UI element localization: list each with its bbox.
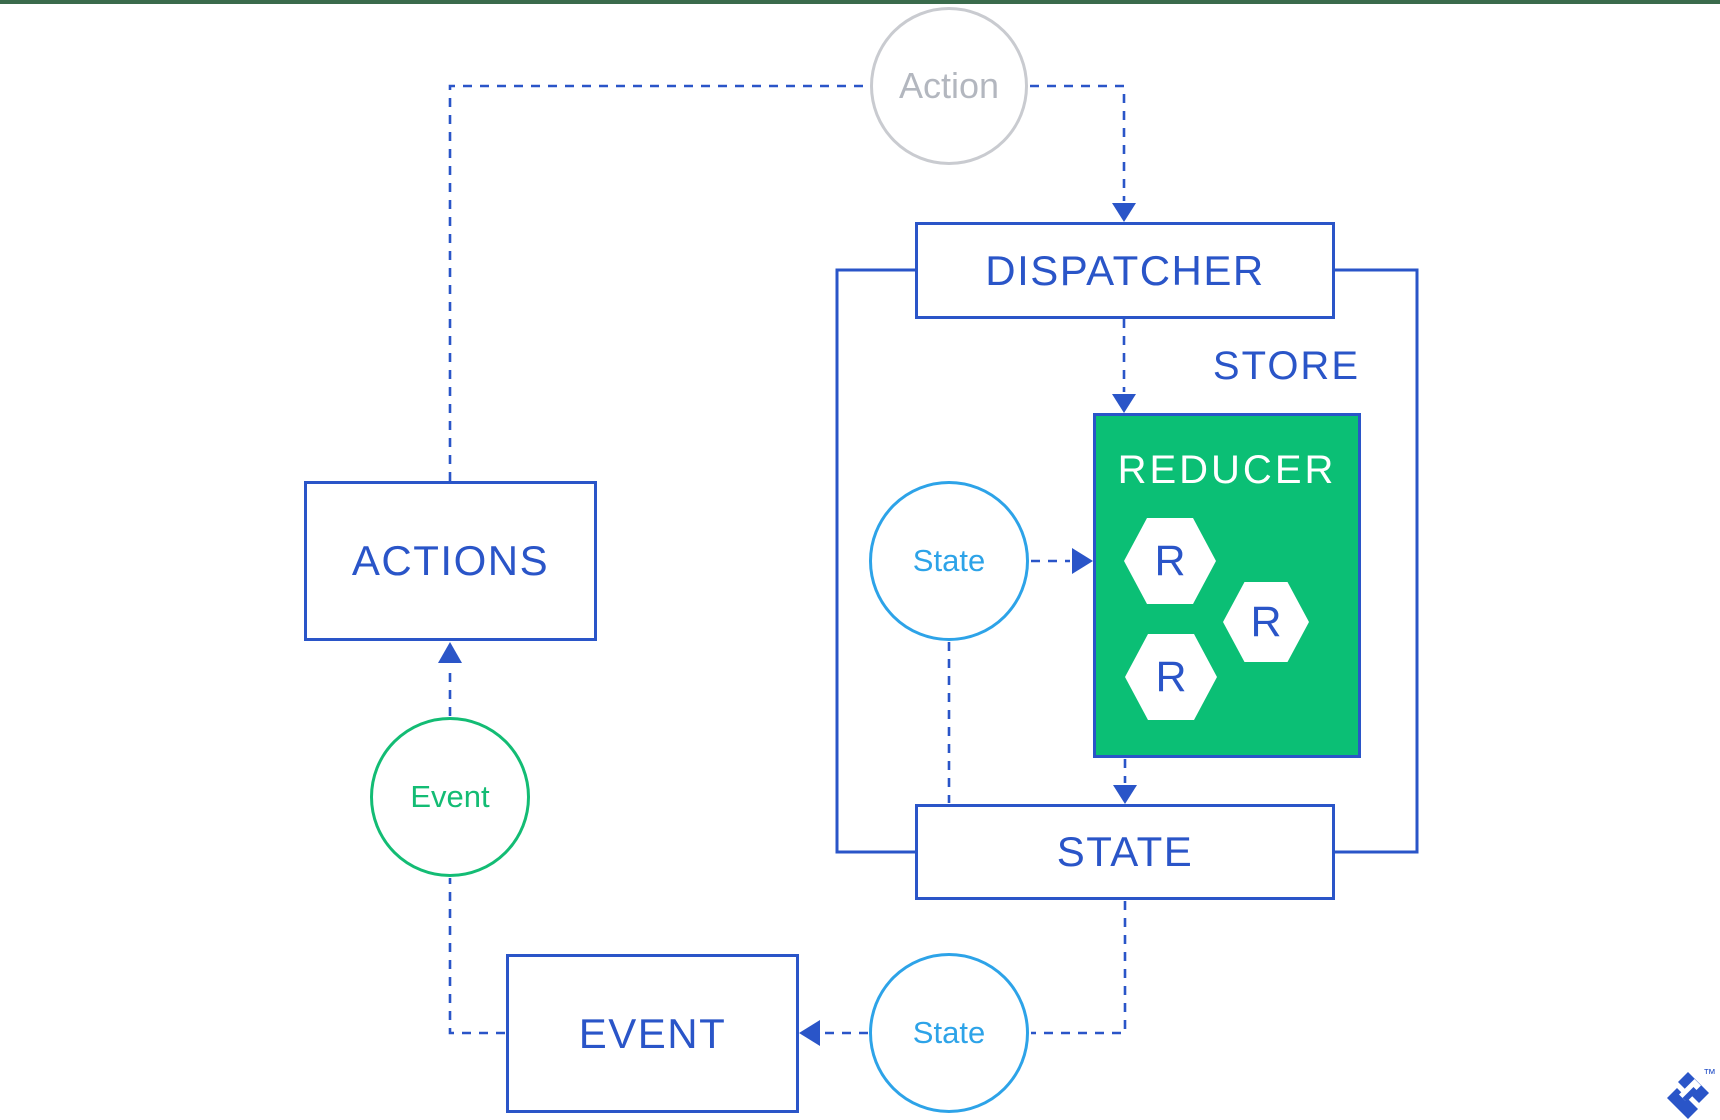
state-box: STATE (915, 804, 1335, 900)
state-circle-mid: State (869, 481, 1029, 641)
action-circle-label: Action (898, 65, 1000, 106)
arrowhead-into-actions-box (438, 642, 462, 663)
action-circle: Action (870, 7, 1028, 165)
wire-action-to-dispatcher (1030, 84, 1126, 201)
toptal-logo-icon (1667, 1072, 1709, 1119)
state-circle-bottom-label: State (912, 1015, 986, 1050)
top-accent-bar (0, 0, 1720, 4)
arrowhead-into-reducer-top (1112, 394, 1136, 413)
state-circle-bottom: State (869, 953, 1029, 1113)
wire-actions-to-action (448, 84, 868, 481)
state-circle-mid-label: State (912, 543, 986, 578)
reducer-hexagon-1-label: R (1154, 536, 1186, 585)
event-box-label: EVENT (578, 1009, 727, 1057)
actions-box: ACTIONS (304, 481, 597, 641)
event-circle: Event (370, 717, 530, 877)
reducer-hexagon-2: R (1223, 582, 1309, 662)
trademark-symbol: ™ (1703, 1066, 1716, 1081)
dispatcher-box: DISPATCHER (915, 222, 1335, 319)
event-circle-label: Event (410, 779, 490, 814)
reducer-hexagon-1: R (1124, 518, 1216, 604)
arrowhead-into-event-box (799, 1020, 820, 1046)
state-box-label: STATE (1056, 828, 1194, 875)
reducer-box: REDUCER R R R (1093, 413, 1361, 758)
reducer-box-label: REDUCER (1117, 448, 1337, 492)
store-label: STORE (1212, 344, 1360, 388)
event-box: EVENT (506, 954, 799, 1113)
arrowhead-into-reducer-left (1072, 548, 1093, 574)
arrowhead-into-dispatcher (1112, 203, 1136, 222)
reducer-hexagon-3-label: R (1155, 652, 1187, 701)
wire-state-box-to-state-circle (1031, 901, 1127, 1035)
dispatcher-box-label: DISPATCHER (985, 246, 1265, 294)
reducer-hexagon-2-label: R (1250, 597, 1282, 646)
reducer-hexagon-3: R (1125, 634, 1217, 720)
wire-event-box-to-event-circle (448, 878, 505, 1035)
actions-box-label: ACTIONS (351, 537, 550, 584)
arrowhead-into-state-box (1113, 785, 1137, 804)
